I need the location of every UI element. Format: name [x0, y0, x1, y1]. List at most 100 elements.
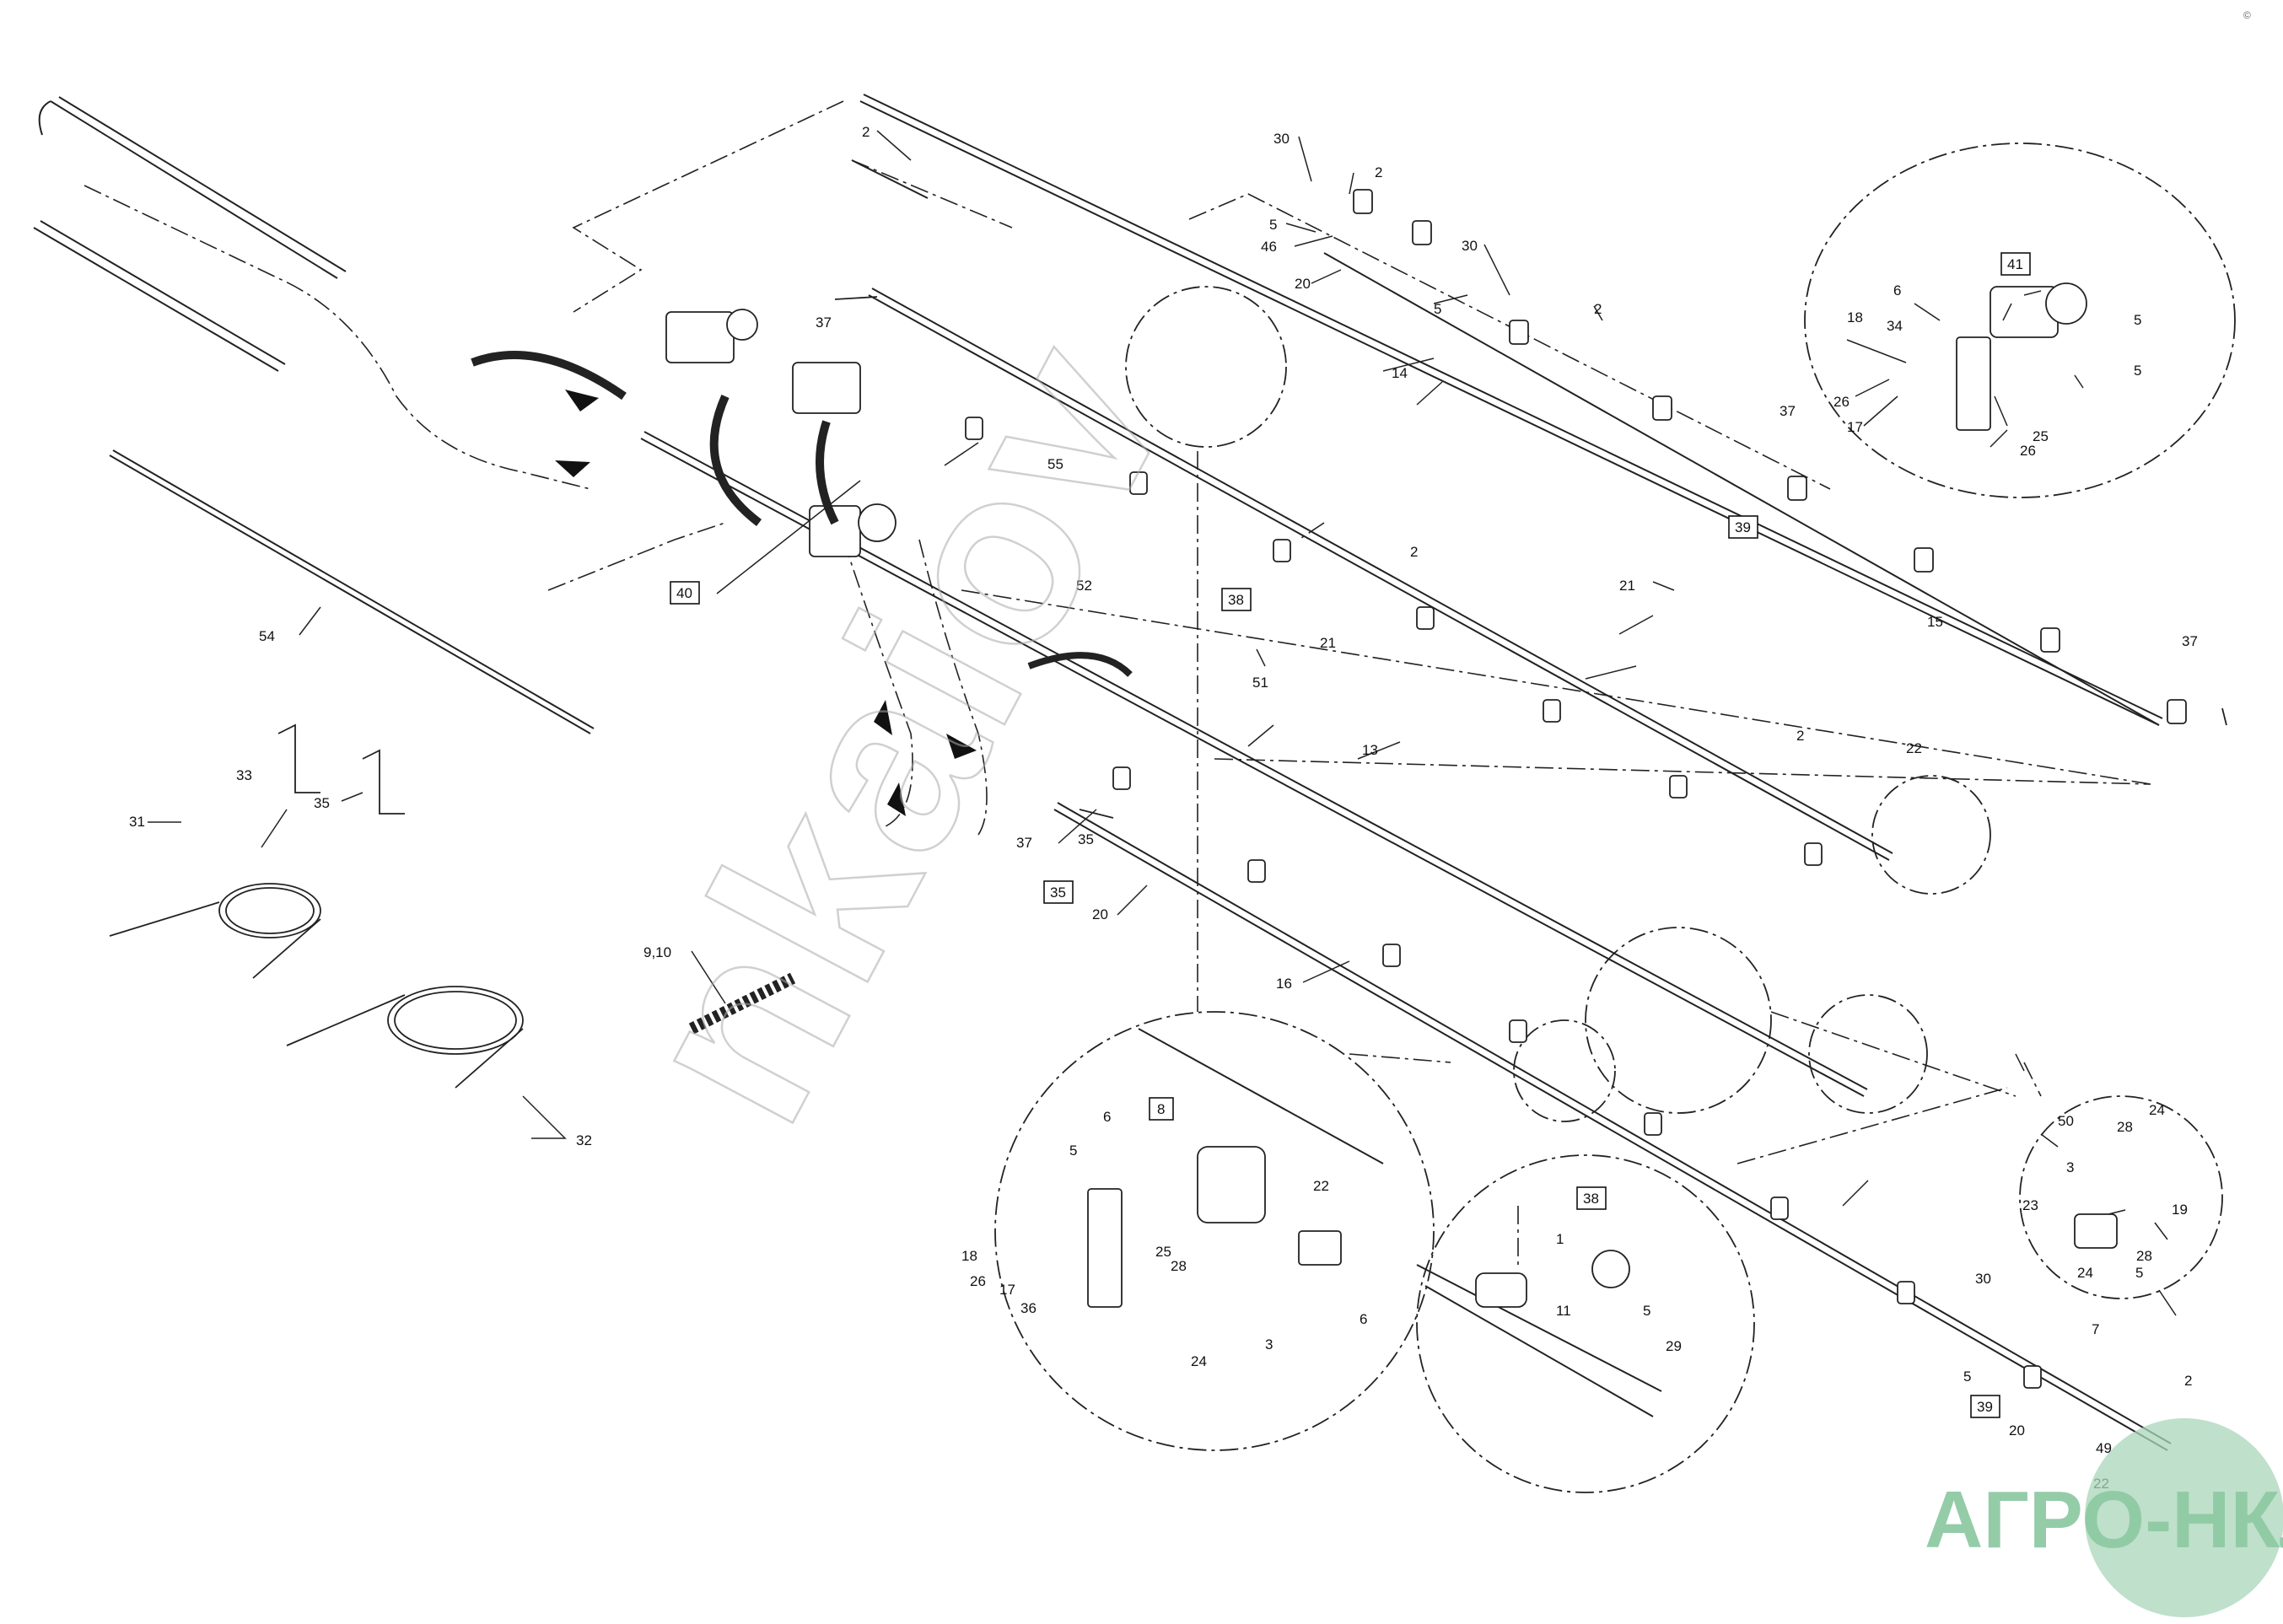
valve-block: [665, 309, 897, 557]
part-label: 2: [1594, 301, 1602, 317]
leader-lines: [148, 130, 2177, 1316]
nozzle-holders-middle: [965, 417, 1823, 866]
part-label: 37: [816, 315, 832, 331]
part-label: 5: [2135, 1265, 2143, 1281]
part-labels: 2 30 5 46 2 20 30 5 2 37 14 55 54 2 21 2…: [129, 124, 2198, 1492]
part-label: 26: [970, 1273, 986, 1289]
part-label: 5: [1434, 301, 1441, 317]
part-label: 7: [2092, 1321, 2099, 1337]
part-label: 6: [1893, 282, 1901, 298]
boxed-label: 41: [2000, 252, 2031, 276]
part-label: 20: [2009, 1422, 2025, 1438]
part-label: 1: [1556, 1231, 1564, 1247]
svg-text:41: 41: [2007, 256, 2023, 272]
part-label: 5: [2134, 363, 2141, 379]
part-label: 31: [129, 814, 145, 830]
part-label: 30: [1462, 238, 1478, 254]
part-label: 36: [1020, 1300, 1037, 1316]
part-label: 25: [2033, 428, 2049, 444]
part-label: 2: [1375, 164, 1382, 180]
part-label: 30: [1975, 1271, 1991, 1287]
part-label: 3: [2066, 1159, 2074, 1175]
part-label: 17: [1847, 419, 1863, 435]
nozzle-holders-lower: [1112, 766, 2042, 1389]
flow-arrows: [555, 390, 977, 816]
part-label: 37: [2182, 633, 2198, 649]
part-label: 29: [1666, 1338, 1682, 1354]
part-label: 52: [1076, 578, 1092, 594]
part-label: 28: [1171, 1258, 1187, 1274]
part-label: 20: [1295, 276, 1311, 292]
part-label: 21: [1619, 578, 1635, 594]
svg-text:39: 39: [1735, 519, 1751, 535]
svg-text:39: 39: [1977, 1399, 1993, 1415]
part-label: 21: [1320, 635, 1336, 651]
svg-text:35: 35: [1050, 885, 1066, 901]
boxed-label: 38: [1221, 588, 1252, 611]
part-label: 46: [1261, 239, 1277, 255]
part-label: 15: [1927, 614, 1943, 630]
part-label: 2: [1796, 728, 1804, 744]
part-label: 20: [1092, 906, 1108, 922]
part-label: 17: [999, 1282, 1015, 1298]
part-label: 5: [2134, 312, 2141, 328]
svg-text:АГРО-НКЛ: АГРО-НКЛ: [1925, 1475, 2283, 1565]
svg-text:8: 8: [1157, 1101, 1165, 1117]
part-label: 14: [1392, 365, 1408, 381]
part-label: 2: [2184, 1373, 2192, 1389]
boxed-label: 39: [1970, 1395, 2000, 1418]
part-label: 18: [961, 1248, 977, 1264]
boxed-labels: 40 38 35 39 41 8 38 39: [670, 252, 2031, 1418]
part-label: 33: [236, 767, 252, 783]
part-label: 49: [2096, 1440, 2112, 1456]
part-label: 5: [1269, 217, 1277, 233]
part-label: 37: [1780, 403, 1796, 419]
part-label: 26: [1833, 394, 1850, 410]
part-label: 35: [314, 795, 330, 811]
part-label: 51: [1252, 675, 1268, 691]
part-label: 28: [2136, 1248, 2152, 1264]
boxed-label: 39: [1728, 515, 1758, 539]
part-label: 13: [1362, 742, 1378, 758]
part-label: 19: [2172, 1202, 2188, 1218]
part-label: 54: [259, 628, 275, 644]
hose: [816, 420, 839, 525]
part-label: 5: [1069, 1143, 1077, 1159]
copyright-mark: ©: [2243, 9, 2251, 21]
part-label: 34: [1887, 318, 1903, 334]
part-label: 3: [1265, 1336, 1273, 1352]
part-label: 24: [2077, 1265, 2093, 1281]
nozzle-holders-upper: [1353, 189, 2187, 724]
boxed-label: 8: [1149, 1097, 1174, 1121]
part-label: 22: [1906, 740, 1922, 756]
part-label: 2: [862, 124, 870, 140]
part-label: 30: [1273, 131, 1290, 147]
boxed-label: 35: [1043, 880, 1074, 904]
part-label: 37: [1016, 835, 1032, 851]
part-label: 50: [2058, 1113, 2074, 1129]
components: [109, 189, 2227, 1389]
hose: [709, 394, 762, 526]
part-label: 18: [1847, 309, 1863, 325]
part-label: 11: [1556, 1303, 1571, 1319]
part-label: 32: [576, 1132, 592, 1148]
part-label: 55: [1047, 456, 1063, 472]
boxed-label: 40: [670, 581, 700, 605]
brand-logo: АГРО-НКЛ: [1925, 1418, 2283, 1617]
boxed-label: 38: [1576, 1186, 1607, 1210]
part-label: 35: [1078, 831, 1094, 847]
part-label: 24: [2149, 1102, 2165, 1118]
detail-circles: [994, 143, 2236, 1493]
part-label: 9,10: [643, 944, 671, 960]
part-label: 22: [1313, 1178, 1329, 1194]
svg-text:38: 38: [1228, 592, 1244, 608]
part-label: 24: [1191, 1353, 1207, 1369]
watermark: nkaiov: [581, 295, 1224, 1164]
svg-text:nkaiov: nkaiov: [582, 296, 1223, 1164]
part-label: 6: [1103, 1109, 1111, 1125]
part-label: 16: [1276, 976, 1292, 992]
guide-lines: [83, 100, 2151, 1265]
part-label: 5: [1963, 1369, 1971, 1385]
part-label: 6: [1360, 1311, 1367, 1327]
